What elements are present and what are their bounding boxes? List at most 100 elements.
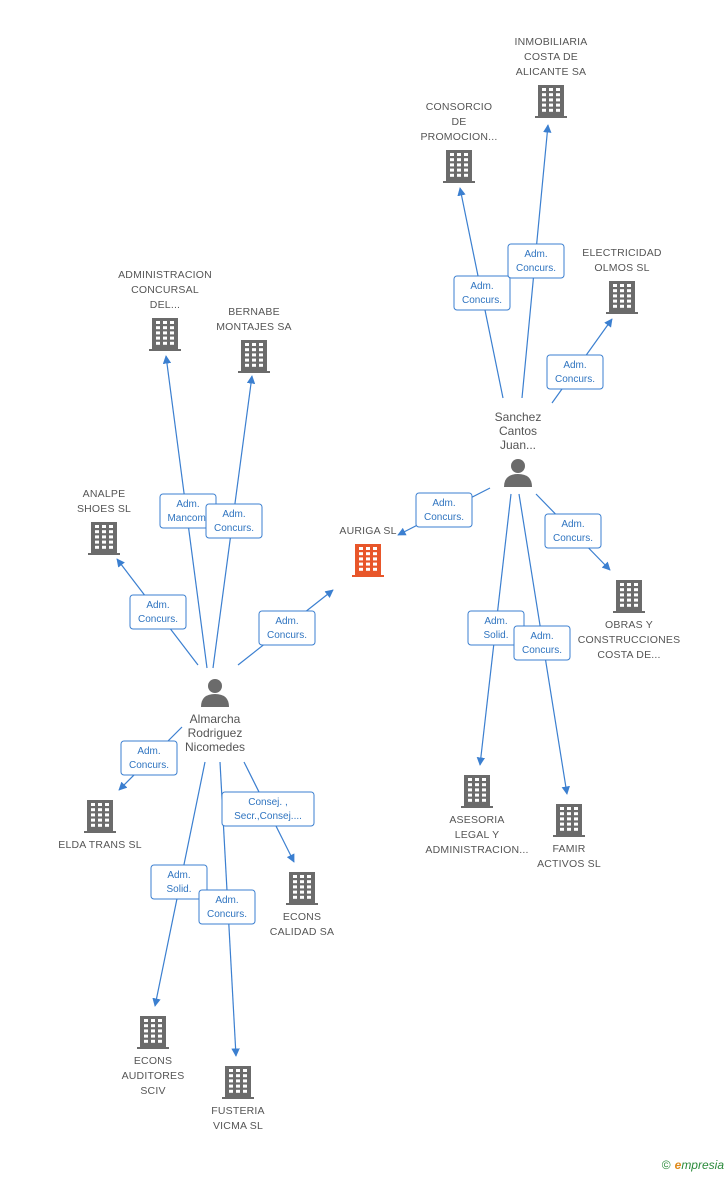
- building-window: [359, 562, 363, 566]
- building-window: [482, 798, 486, 802]
- building-window: [98, 823, 102, 827]
- node-label-line: DE: [452, 116, 467, 128]
- building-window: [105, 813, 109, 817]
- role-badge-almarcha-elda[interactable]: Adm.Concurs.: [120, 740, 178, 776]
- role-badge-almarcha-auriga[interactable]: Adm.Concurs.: [258, 610, 316, 646]
- building-window: [542, 98, 546, 102]
- role-badge-sanchez-famir[interactable]: Adm.Concurs.: [513, 625, 571, 661]
- building-window: [613, 299, 617, 303]
- building-window: [542, 88, 546, 91]
- building-window: [567, 817, 571, 821]
- role-badge-box: [198, 889, 256, 925]
- building-window: [627, 603, 631, 607]
- building-icon: [222, 1066, 254, 1099]
- building-window: [475, 798, 479, 802]
- role-badge-sanchez-obras[interactable]: Adm.Concurs.: [544, 513, 602, 549]
- node-label-line: ASESORIA: [449, 814, 504, 826]
- building-window: [245, 358, 249, 362]
- building-window: [151, 1034, 155, 1038]
- node-label-line: INMOBILIARIA: [515, 36, 588, 48]
- building-window: [464, 153, 468, 156]
- role-badge-almarcha-analpe[interactable]: Adm.Concurs.: [129, 594, 187, 630]
- role-badge-sanchez-asesoria[interactable]: Adm.Solid.: [467, 610, 525, 646]
- node-consorcio[interactable]: CONSORCIODEPROMOCION...: [420, 101, 497, 183]
- node-label-line: Rodriguez: [188, 726, 243, 740]
- node-admconc[interactable]: ADMINISTRACIONCONCURSALDEL...: [118, 269, 212, 351]
- node-label-line: OLMOS SL: [594, 262, 649, 274]
- role-badge-sanchez-inmob[interactable]: Adm.Concurs.: [507, 243, 565, 279]
- node-label-line: CALIDAD SA: [270, 926, 334, 938]
- building-window: [620, 583, 624, 586]
- badges-layer: Adm.Concurs.Adm.Concurs.Adm.Concurs.Adm.…: [120, 243, 604, 925]
- building-window: [151, 1024, 155, 1028]
- building-window: [560, 827, 564, 831]
- building-window: [105, 808, 109, 812]
- role-label: Concurs.: [555, 374, 595, 385]
- building-window: [620, 593, 624, 597]
- role-badge-sanchez-auriga[interactable]: Adm.Concurs.: [415, 492, 473, 528]
- person-icon: [201, 679, 229, 707]
- role-label: Concurs.: [424, 512, 464, 523]
- role-label: Adm.: [222, 509, 245, 520]
- building-window: [468, 798, 472, 802]
- building-icon: [137, 1016, 169, 1049]
- building-window: [307, 885, 311, 889]
- building-window: [542, 93, 546, 97]
- building-window: [457, 158, 461, 162]
- building-window: [627, 289, 631, 293]
- role-badge-almarcha-fusteria[interactable]: Adm.Concurs.: [198, 889, 256, 925]
- building-window: [170, 331, 174, 335]
- role-badge-almarcha-bernabe[interactable]: Adm.Concurs.: [205, 503, 263, 539]
- role-label: Concurs.: [516, 263, 556, 274]
- building-window: [170, 321, 174, 324]
- building-window: [613, 304, 617, 308]
- building-window: [556, 98, 560, 102]
- building-window: [307, 895, 311, 899]
- building-window: [252, 343, 256, 346]
- role-badge-box: [453, 275, 511, 311]
- building-base: [88, 553, 120, 555]
- node-label-line: ADMINISTRACION...: [425, 844, 528, 856]
- building-window: [542, 103, 546, 107]
- building-window: [245, 353, 249, 357]
- building-base: [222, 1097, 254, 1099]
- building-window: [151, 1039, 155, 1043]
- building-window: [613, 294, 617, 298]
- building-window: [245, 343, 249, 346]
- building-window: [151, 1019, 155, 1022]
- role-badge-sanchez-consorcio[interactable]: Adm.Concurs.: [453, 275, 511, 311]
- building-window: [307, 890, 311, 894]
- building-window: [366, 557, 370, 561]
- building-window: [293, 890, 297, 894]
- building-window: [163, 341, 167, 345]
- building-window: [156, 336, 160, 340]
- role-badge-almarcha-econscal[interactable]: Consej. ,Secr.,Consej....: [221, 791, 315, 827]
- building-window: [109, 525, 113, 528]
- building-base: [553, 835, 585, 837]
- role-label: Adm.: [176, 499, 199, 510]
- brand-footer[interactable]: ©empresia: [662, 1158, 724, 1172]
- building-base: [238, 371, 270, 373]
- role-badge-box: [544, 513, 602, 549]
- role-badge-almarcha-econsaud[interactable]: Adm.Solid.: [150, 864, 208, 900]
- node-auriga[interactable]: AURIGA SL: [339, 525, 396, 577]
- building-window: [236, 1079, 240, 1083]
- node-sanchez[interactable]: SanchezCantosJuan...: [495, 410, 542, 487]
- building-base: [137, 1047, 169, 1049]
- node-elda[interactable]: ELDA TRANS SL: [58, 800, 142, 851]
- role-badge-sanchez-electricidad[interactable]: Adm.Concurs.: [546, 354, 604, 390]
- building-window: [475, 778, 479, 781]
- building-window: [560, 812, 564, 816]
